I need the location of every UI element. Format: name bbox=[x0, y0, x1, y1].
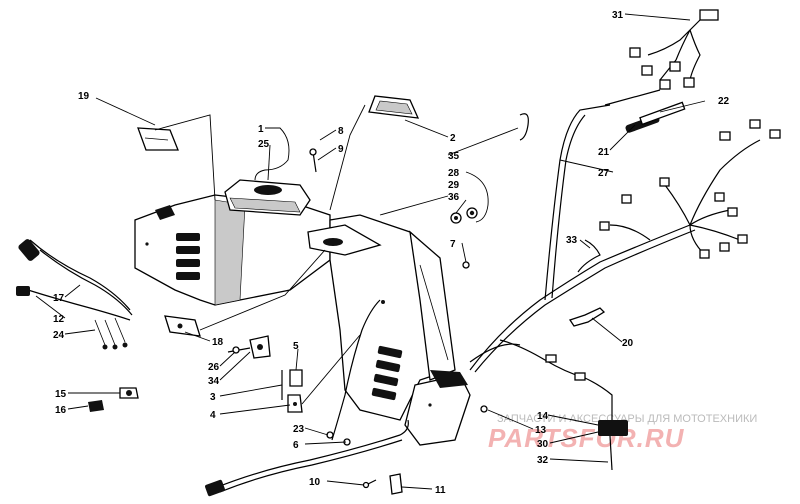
callout-34: 34 bbox=[208, 376, 220, 387]
callout-12: 12 bbox=[53, 314, 65, 325]
callout-27: 27 bbox=[598, 168, 610, 179]
wire-harness-27 bbox=[469, 104, 781, 471]
callout-4: 4 bbox=[210, 410, 216, 421]
callout-7: 7 bbox=[450, 239, 456, 250]
watermark-logo: PARTSFOR.RU bbox=[488, 423, 685, 453]
decal-22 bbox=[639, 101, 686, 126]
callout-24: 24 bbox=[53, 330, 65, 341]
callout-numbers: 1 2 3 4 5 6 7 8 9 10 11 12 13 14 15 16 1… bbox=[53, 10, 730, 496]
switch-assembly bbox=[16, 239, 201, 350]
callout-15: 15 bbox=[55, 389, 67, 400]
callout-19: 19 bbox=[78, 91, 90, 102]
console-housing bbox=[134, 179, 471, 446]
callout-23: 23 bbox=[293, 424, 305, 435]
clip-20 bbox=[568, 307, 606, 327]
clip-16 bbox=[88, 400, 104, 412]
wire-loom-31 bbox=[629, 9, 719, 90]
callout-14: 14 bbox=[537, 411, 549, 422]
callout-8: 8 bbox=[338, 126, 344, 137]
callout-10: 10 bbox=[309, 477, 321, 488]
callout-36: 36 bbox=[448, 192, 460, 203]
callout-17: 17 bbox=[53, 293, 65, 304]
callout-16: 16 bbox=[55, 405, 67, 416]
callout-20: 20 bbox=[622, 338, 634, 349]
callout-31: 31 bbox=[612, 10, 624, 21]
callout-13: 13 bbox=[535, 425, 547, 436]
callout-5: 5 bbox=[293, 341, 299, 352]
bracket-parts bbox=[227, 335, 303, 413]
cable-assembly bbox=[205, 299, 409, 497]
callout-2: 2 bbox=[450, 133, 456, 144]
small-parts bbox=[450, 207, 488, 413]
callout-30: 30 bbox=[537, 439, 549, 450]
callout-22: 22 bbox=[718, 96, 730, 107]
leader-lines bbox=[35, 13, 706, 490]
watermark-text: ЗАПЧАСТИ И АКСЕССУАРЫ ДЛЯ МОТОТЕХНИКИ bbox=[497, 413, 757, 425]
callout-33: 33 bbox=[566, 235, 578, 246]
callout-21: 21 bbox=[598, 147, 610, 158]
callout-25: 25 bbox=[258, 139, 270, 150]
callout-3: 3 bbox=[210, 392, 216, 403]
callout-6: 6 bbox=[293, 440, 299, 451]
callout-32: 32 bbox=[537, 455, 549, 466]
callout-1: 1 bbox=[258, 124, 264, 135]
callout-9: 9 bbox=[338, 144, 344, 155]
wire-33 bbox=[577, 239, 601, 273]
callout-11: 11 bbox=[435, 485, 446, 496]
callout-18: 18 bbox=[212, 337, 224, 348]
callout-26: 26 bbox=[208, 362, 220, 373]
callout-29: 29 bbox=[448, 180, 460, 191]
callout-35: 35 bbox=[448, 151, 460, 162]
clamp-35 bbox=[519, 113, 529, 141]
callout-28: 28 bbox=[448, 168, 460, 179]
